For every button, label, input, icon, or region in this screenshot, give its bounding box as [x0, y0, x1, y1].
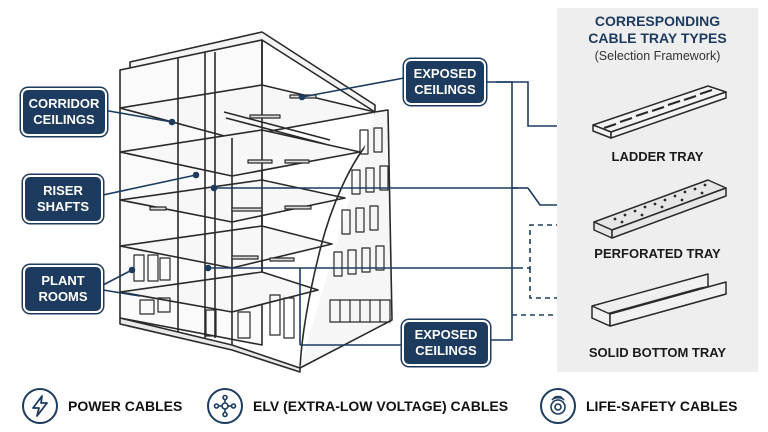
lightning-icon [22, 388, 58, 424]
legend-label: ELV (EXTRA-LOW VOLTAGE) CABLES [253, 398, 509, 414]
network-nodes-icon [207, 388, 243, 424]
legend-label: LIFE-SAFETY CABLES [586, 398, 738, 414]
panel-subtitle: (Selection Framework) [594, 49, 721, 63]
legend-life-safety-cables: LIFE-SAFETY CABLES [540, 386, 737, 426]
perforated-tray-icon [593, 179, 727, 239]
label-exposed-ceilings-bottom: EXPOSED CEILINGS [402, 320, 490, 366]
label-exposed-ceilings-top: EXPOSED CEILINGS [404, 59, 486, 105]
legend-power-cables: POWER CABLES [22, 386, 182, 426]
fire-alarm-icon [540, 388, 576, 424]
tray-label-solid-bottom: SOLID BOTTOM TRAY [588, 345, 727, 360]
panel-title: CORRESPONDING CABLE TRAY TYPES [557, 13, 758, 47]
solid-bottom-tray-icon [591, 273, 727, 327]
panel-title-line2: CABLE TRAY TYPES [588, 30, 727, 46]
label-riser-shafts: RISER SHAFTS [23, 175, 103, 223]
tray-label-perforated: PERFORATED TRAY [594, 246, 721, 261]
tray-label-ladder: LADDER TRAY [611, 149, 704, 164]
legend-label: POWER CABLES [68, 398, 183, 414]
panel-title-line1: CORRESPONDING [594, 13, 721, 29]
label-corridor-ceilings: CORRIDOR CEILINGS [21, 88, 107, 136]
legend-elv-cables: ELV (EXTRA-LOW VOLTAGE) CABLES [207, 386, 508, 426]
ladder-tray-icon [592, 85, 727, 139]
label-plant-rooms: PLANT ROOMS [23, 265, 103, 313]
